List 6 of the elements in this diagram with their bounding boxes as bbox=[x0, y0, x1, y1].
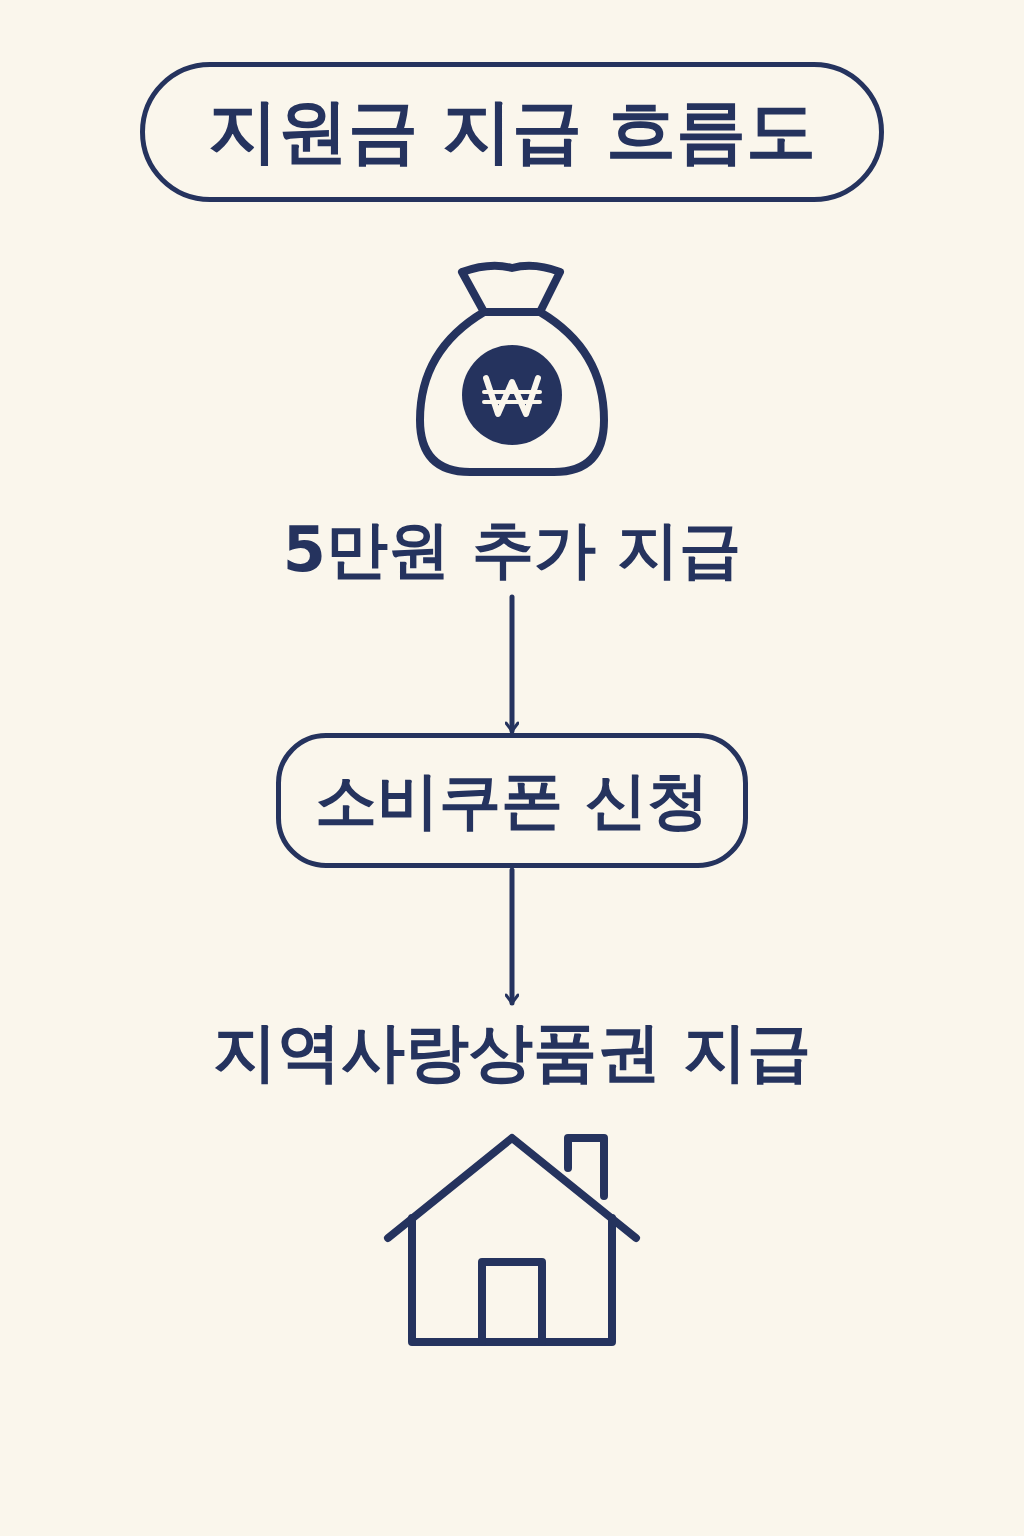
arrow bbox=[504, 867, 520, 1006]
step-label: 지역사랑상품권 지급 bbox=[172, 1005, 852, 1100]
title-banner: 지원금 지급 흐름도 bbox=[140, 62, 884, 202]
arrow bbox=[504, 594, 520, 734]
step-label: 5만원 추가 지급 bbox=[232, 505, 792, 595]
process-box: 소비쿠폰 신청 bbox=[276, 733, 748, 868]
